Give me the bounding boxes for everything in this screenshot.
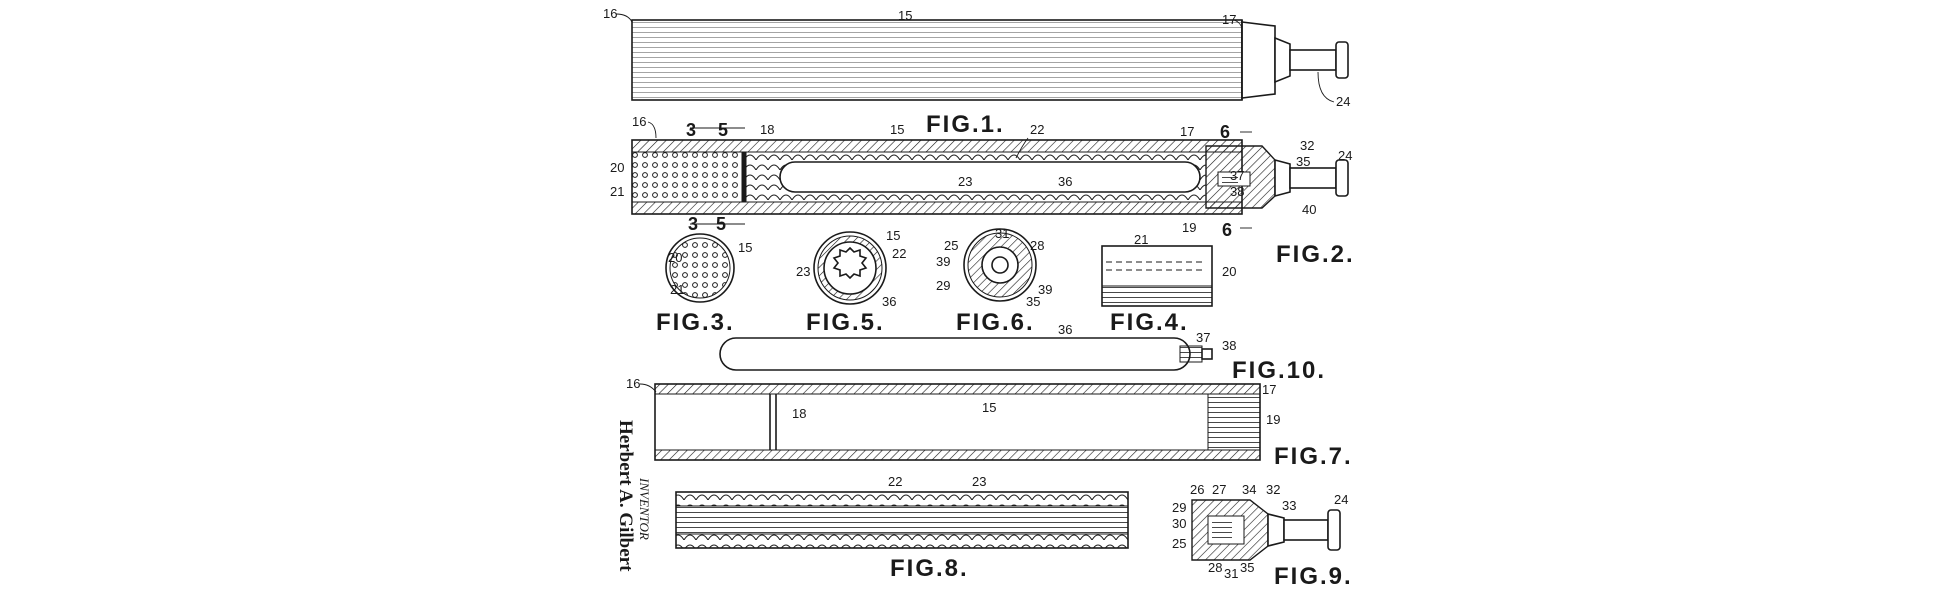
ref-33-fig9: 33 <box>1282 498 1296 513</box>
ref-17-fig1: 17 <box>1222 12 1236 27</box>
ref-35-fig9: 35 <box>1240 560 1254 575</box>
ref-25-fig9: 25 <box>1172 536 1186 551</box>
fig8-label: FIG.8. <box>890 555 969 582</box>
ref-16-fig2: 16 <box>632 114 646 129</box>
fig5-label: FIG.5. <box>806 309 885 336</box>
ref-24-fig2: 24 <box>1338 148 1352 163</box>
fig4-filter-view <box>1101 245 1213 307</box>
ref-38-fig10: 38 <box>1222 338 1236 353</box>
ref-31-fig6: 31 <box>995 226 1009 241</box>
ref-19-fig7: 19 <box>1266 412 1280 427</box>
ref-29-fig6: 29 <box>936 278 950 293</box>
ref-20-fig4: 20 <box>1222 264 1236 279</box>
ref-40-fig2: 40 <box>1302 202 1316 217</box>
fig6-label: FIG.6. <box>956 309 1035 336</box>
ref-16-fig1: 16 <box>603 6 617 21</box>
ref-28-fig9: 28 <box>1208 560 1222 575</box>
ref-23-fig2: 23 <box>958 174 972 189</box>
ref-36-fig10: 36 <box>1058 322 1072 337</box>
ref-23-fig8: 23 <box>972 474 986 489</box>
ref-15-fig2: 15 <box>890 122 904 137</box>
ref-34-fig9: 34 <box>1242 482 1256 497</box>
ref-15-fig7: 15 <box>982 400 996 415</box>
ref-17-fig7: 17 <box>1262 382 1276 397</box>
ref-28-fig6: 28 <box>1030 238 1044 253</box>
fig7-body-section <box>654 383 1261 461</box>
section-6-top: 6 <box>1220 122 1232 142</box>
ref-20-fig2: 20 <box>610 160 624 175</box>
fig10-label: FIG.10. <box>1232 357 1326 384</box>
section-5-bottom: 5 <box>716 214 728 234</box>
ref-18-fig7: 18 <box>792 406 806 421</box>
fig8-wick-section <box>675 491 1129 549</box>
ref-29-fig9: 29 <box>1172 500 1186 515</box>
ref-31-fig9: 31 <box>1224 566 1238 581</box>
inventor-name: Herbert A. Gilbert <box>615 420 636 572</box>
section-5-top: 5 <box>718 120 730 140</box>
ref-18-fig2: 18 <box>760 122 774 137</box>
ref-15-fig1: 15 <box>898 8 912 23</box>
fig1-label: FIG.1. <box>926 111 1005 138</box>
ref-22-fig5: 22 <box>892 246 906 261</box>
fig9-label: FIG.9. <box>1274 563 1353 590</box>
ref-22-fig8: 22 <box>888 474 902 489</box>
ref-17-fig2: 17 <box>1180 124 1194 139</box>
fig9-mouthpiece-section <box>1191 499 1341 561</box>
fig5-cross-section <box>813 231 887 305</box>
ref-16-fig7: 16 <box>626 376 640 391</box>
ref-30-fig9: 30 <box>1172 516 1186 531</box>
fig1-outer-view <box>631 19 1349 101</box>
ref-37-fig2: 37 <box>1230 168 1244 183</box>
fig2-section-view <box>631 139 1349 215</box>
ref-15-fig5: 15 <box>886 228 900 243</box>
ref-25-fig6: 25 <box>944 238 958 253</box>
fig3-cross-section <box>665 233 735 303</box>
fig7-label: FIG.7. <box>1274 443 1353 470</box>
ref-26-fig9: 26 <box>1190 482 1204 497</box>
ref-24-fig9: 24 <box>1334 492 1348 507</box>
section-3-top: 3 <box>686 120 698 140</box>
ref-35-fig2: 35 <box>1296 154 1310 169</box>
ref-37-fig10: 37 <box>1196 330 1210 345</box>
ref-21-fig2: 21 <box>610 184 624 199</box>
ref-21-fig3: 21 <box>670 282 684 297</box>
ref-38-fig2: 38 <box>1230 184 1244 199</box>
ref-39-fig6-right: 39 <box>1038 282 1052 297</box>
inventor-caption: INVENTOR <box>637 477 652 540</box>
ref-19-fig2: 19 <box>1182 220 1196 235</box>
ref-35-fig6: 35 <box>1026 294 1040 309</box>
ref-36-fig2: 36 <box>1058 174 1072 189</box>
fig10-cartridge-view <box>719 337 1213 371</box>
ref-15-fig3: 15 <box>738 240 752 255</box>
ref-24-fig1: 24 <box>1336 94 1350 109</box>
fig2-label: FIG.2. <box>1276 241 1355 268</box>
ref-21-fig4: 21 <box>1134 232 1148 247</box>
section-6-bottom: 6 <box>1222 220 1234 240</box>
section-3-bottom: 3 <box>688 214 700 234</box>
ref-23-fig5: 23 <box>796 264 810 279</box>
fig6-cross-section <box>963 228 1037 302</box>
ref-27-fig9: 27 <box>1212 482 1226 497</box>
ref-36-fig5: 36 <box>882 294 896 309</box>
ref-32-fig2: 32 <box>1300 138 1314 153</box>
ref-39-fig6-left: 39 <box>936 254 950 269</box>
ref-22-fig2: 22 <box>1030 122 1044 137</box>
ref-32-fig9: 32 <box>1266 482 1280 497</box>
fig4-label: FIG.4. <box>1110 309 1189 336</box>
ref-20-fig3: 20 <box>668 250 682 265</box>
fig3-label: FIG.3. <box>656 309 735 336</box>
